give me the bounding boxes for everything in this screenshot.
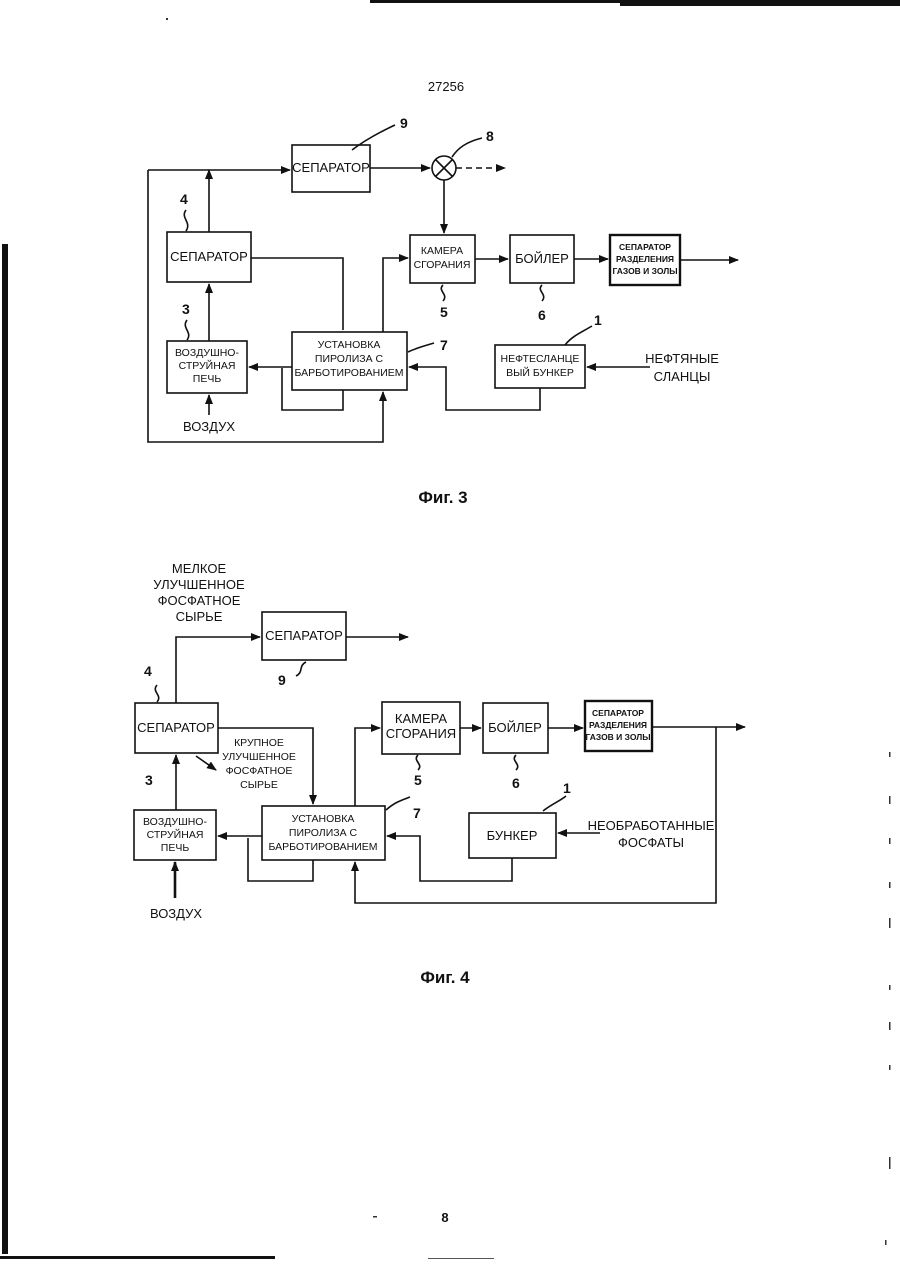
fig3-gas-separator-line-1: СЕПАРАТОР [619,242,671,252]
fig3-mixer-symbol [432,156,456,180]
fig3-bunker-line-1: НЕФТЕСЛАНЦЕ [501,353,580,365]
fig3-feed-line-2: СЛАНЦЫ [654,369,711,384]
fig4-gas-separator-line-1: СЕПАРАТОР [592,708,644,718]
fig3-ref-7: 7 [440,337,448,353]
fig4-separator-left-label: СЕПАРАТОР [137,720,215,735]
fig3-caption: Фиг. 3 [418,488,467,507]
fig4-gas-separator-line-3: ГАЗОВ И ЗОЛЫ [585,732,650,742]
fig4-ref-9: 9 [278,672,286,688]
fig4-coarse-line-2: УЛУЧШЕННОЕ [222,751,296,763]
fig4-furnace-line-1: ВОЗДУШНО- [143,816,207,828]
fig4-feed-line-1: НЕОБРАБОТАННЫЕ [588,818,715,833]
fig4-ref-1: 1 [563,780,571,796]
fig3-furnace-line-1: ВОЗДУШНО- [175,347,239,359]
fig3-gas-separator-line-2: РАЗДЕЛЕНИЯ [616,254,674,264]
fig4-fine-line-1: МЕЛКОЕ [172,561,227,576]
fig3-boiler-label: БОЙЛЕР [515,251,569,266]
figure-3: СЕПАРАТОР СЕПАРАТОР ВОЗДУШНО- СТРУЙНАЯ П… [148,115,738,507]
fig4-ref-5: 5 [414,772,422,788]
fig4-furnace-line-2: СТРУЙНАЯ [147,828,204,841]
fig3-furnace-line-2: СТРУЙНАЯ [179,359,236,372]
fig4-pyrolysis-line-3: БАРБОТИРОВАНИЕМ [268,841,377,853]
figure-4: МЕЛКОЕ УЛУЧШЕННОЕ ФОСФАТНОЕ СЫРЬЕ КРУПНО… [134,561,745,987]
fig4-ref-4: 4 [144,663,152,679]
fig3-separator-top-label: СЕПАРАТОР [292,160,370,175]
fig4-pyrolysis-line-1: УСТАНОВКА [292,813,355,825]
fig3-pyrolysis-line-1: УСТАНОВКА [318,339,381,351]
fig3-bunker-line-2: ВЫЙ БУНКЕР [506,366,574,379]
fig4-coarse-line-3: ФОСФАТНОЕ [226,765,293,777]
fig4-feed-line-2: ФОСФАТЫ [618,835,684,850]
fig4-caption: Фиг. 4 [420,968,470,987]
fig3-ref-9: 9 [400,115,408,131]
fig4-furnace-line-3: ПЕЧЬ [161,842,190,854]
fig3-gas-separator-line-3: ГАЗОВ И ЗОЛЫ [612,266,677,276]
fig3-combustion-line-1: КАМЕРА [421,245,463,257]
fig3-feed-line-1: НЕФТЯНЫЕ [645,351,719,366]
fig4-ref-6: 6 [512,775,520,791]
document-number: 27256 [428,79,464,94]
page-number: 8 [441,1210,448,1225]
fig4-coarse-line-4: СЫРЬЕ [240,779,278,791]
fig4-combustion-line-2: СГОРАНИЯ [386,726,456,741]
fig3-ref-4: 4 [180,191,188,207]
fig4-coarse-line-1: КРУПНОЕ [234,737,284,749]
fig3-ref-6: 6 [538,307,546,323]
fig4-ref-3: 3 [145,772,153,788]
fig3-separator-left-label: СЕПАРАТОР [170,249,248,264]
fig3-furnace-line-3: ПЕЧЬ [193,373,222,385]
fig4-fine-line-3: ФОСФАТНОЕ [158,593,241,608]
fig4-separator-top-label: СЕПАРАТОР [265,628,343,643]
fig3-ref-8: 8 [486,128,494,144]
fig4-combustion-line-1: КАМЕРА [395,711,448,726]
fig4-pyrolysis-line-2: ПИРОЛИЗА С [289,827,358,839]
fig3-pyrolysis-line-2: ПИРОЛИЗА С [315,353,384,365]
fig3-pyrolysis-line-3: БАРБОТИРОВАНИЕМ [294,367,403,379]
fig4-fine-line-2: УЛУЧШЕННОЕ [153,577,245,592]
fig4-ref-7: 7 [413,805,421,821]
fig4-fine-line-4: СЫРЬЕ [176,609,223,624]
fig4-gas-separator-line-2: РАЗДЕЛЕНИЯ [589,720,647,730]
fig3-combustion-line-2: СГОРАНИЯ [414,259,471,271]
fig4-bunker-label: БУНКЕР [487,828,538,843]
fig4-boiler-label: БОЙЛЕР [488,720,542,735]
fig3-ref-1: 1 [594,312,602,328]
fig3-ref-5: 5 [440,304,448,320]
fig4-air-label: ВОЗДУХ [150,906,202,921]
fig3-ref-3: 3 [182,301,190,317]
fig3-air-label: ВОЗДУХ [183,419,235,434]
